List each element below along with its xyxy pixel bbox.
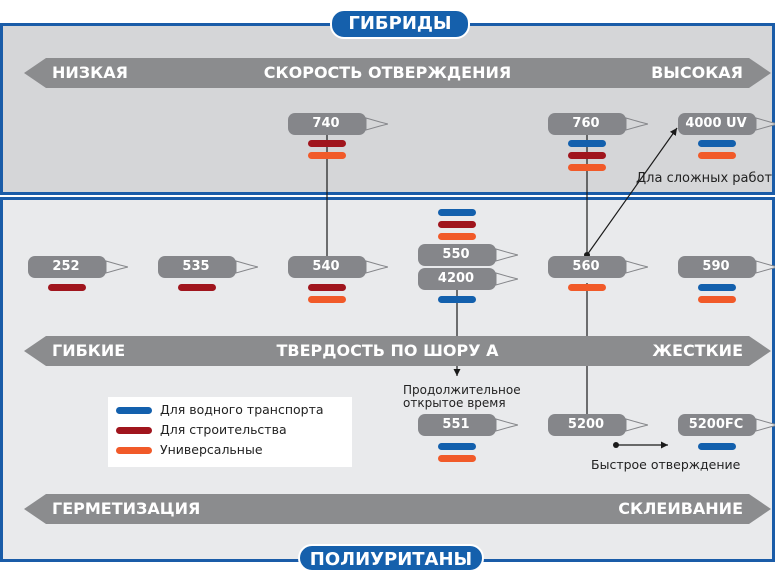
cartridge-550-label: 550 bbox=[442, 247, 470, 262]
cartridge-740: 740 bbox=[288, 113, 388, 135]
bar-550-universal bbox=[438, 233, 476, 240]
cartridge-551: 551 bbox=[418, 414, 518, 436]
cartridge-5200: 5200 bbox=[548, 414, 648, 436]
bar-4200-marine bbox=[438, 296, 476, 303]
sealing-label: ГЕРМЕТИЗАЦИЯ bbox=[52, 499, 201, 518]
bar-550-construction bbox=[438, 221, 476, 228]
cure-speed-high-label: ВЫСОКАЯ bbox=[651, 63, 743, 82]
cartridge-590: 590 bbox=[678, 256, 775, 278]
cure-speed-band: НИЗКАЯ СКОРОСТЬ ОТВЕРЖДЕНИЯ ВЫСОКАЯ bbox=[0, 58, 775, 88]
bar-5200fc-marine bbox=[698, 443, 736, 450]
cartridge-5200fc: 5200FC bbox=[678, 414, 775, 436]
cartridge-4000uv-label: 4000 UV bbox=[685, 116, 747, 131]
bar-540-construction bbox=[308, 284, 346, 291]
legend-label-construction: Для строительства bbox=[160, 422, 287, 437]
shore-rigid-label: ЖЕСТКИЕ bbox=[652, 341, 743, 360]
cartridge-760: 760 bbox=[548, 113, 648, 135]
bar-252-construction bbox=[48, 284, 86, 291]
cartridge-590-label: 590 bbox=[702, 259, 730, 274]
hybrids-title: ГИБРИДЫ bbox=[330, 9, 470, 39]
cartridge-5200fc-label: 5200FC bbox=[688, 417, 744, 432]
arrow-560-4000uv bbox=[586, 127, 678, 256]
bar-740-universal bbox=[308, 152, 346, 159]
bar-560-universal bbox=[568, 284, 606, 291]
bar-540-universal bbox=[308, 296, 346, 303]
bar-740-construction bbox=[308, 140, 346, 147]
bar-760-universal bbox=[568, 164, 606, 171]
cartridge-4200: 4200 bbox=[418, 268, 518, 290]
cartridge-252-label: 252 bbox=[52, 259, 80, 274]
cartridge-252: 252 bbox=[28, 256, 128, 278]
bar-590-marine bbox=[698, 284, 736, 291]
cartridge-740-label: 740 bbox=[312, 116, 340, 131]
application-band: ГЕРМЕТИЗАЦИЯ СКЛЕИВАНИЕ bbox=[0, 494, 775, 524]
cartridge-540-label: 540 bbox=[312, 259, 340, 274]
cartridge-4200-label: 4200 bbox=[437, 271, 475, 286]
cartridge-560-label: 560 bbox=[572, 259, 600, 274]
bar-551-marine bbox=[438, 443, 476, 450]
legend-swatch-construction bbox=[116, 427, 152, 434]
cartridge-551-label: 551 bbox=[442, 417, 470, 432]
bar-551-universal bbox=[438, 455, 476, 462]
note-fast-cure: Быстрое отверждение bbox=[591, 457, 741, 472]
bar-760-construction bbox=[568, 152, 606, 159]
cure-speed-title: СКОРОСТЬ ОТВЕРЖДЕНИЯ bbox=[263, 63, 512, 82]
note-open-time-line1: Продолжительное bbox=[403, 383, 521, 397]
legend-swatch-universal bbox=[116, 447, 152, 454]
cartridge-5200-label: 5200 bbox=[567, 417, 605, 432]
legend: Для водного транспорта Для строительства… bbox=[108, 397, 352, 467]
dot-5200 bbox=[613, 442, 619, 448]
shore-hardness-title: ТВЕРДОСТЬ ПО ШОРУ А bbox=[276, 341, 499, 360]
cartridge-760-label: 760 bbox=[572, 116, 600, 131]
bar-590-universal bbox=[698, 296, 736, 303]
bar-535-construction bbox=[178, 284, 216, 291]
cartridge-560: 560 bbox=[548, 256, 648, 278]
bonding-label: СКЛЕИВАНИЕ bbox=[618, 499, 743, 518]
bar-550-marine bbox=[438, 209, 476, 216]
legend-label-marine: Для водного транспорта bbox=[160, 402, 324, 417]
shore-flexible-label: ГИБКИЕ bbox=[52, 341, 126, 360]
cartridge-535-label: 535 bbox=[182, 259, 210, 274]
polyurethanes-title: ПОЛИУРИТАНЫ bbox=[298, 544, 484, 572]
legend-label-universal: Универсальные bbox=[160, 442, 263, 457]
cartridge-540: 540 bbox=[288, 256, 388, 278]
bar-4000uv-universal bbox=[698, 152, 736, 159]
shore-hardness-band: ГИБКИЕ ТВЕРДОСТЬ ПО ШОРУ А ЖЕСТКИЕ bbox=[0, 336, 775, 366]
cartridge-4000uv: 4000 UV bbox=[678, 113, 775, 135]
cure-speed-low-label: НИЗКАЯ bbox=[52, 63, 128, 82]
note-complex-work: Дла сложных работ bbox=[636, 171, 773, 186]
bar-760-marine bbox=[568, 140, 606, 147]
legend-swatch-marine bbox=[116, 407, 152, 414]
note-open-time-line2: открытое время bbox=[403, 396, 506, 410]
cartridge-535: 535 bbox=[158, 256, 258, 278]
cartridge-550: 550 bbox=[418, 244, 518, 266]
bar-4000uv-marine bbox=[698, 140, 736, 147]
